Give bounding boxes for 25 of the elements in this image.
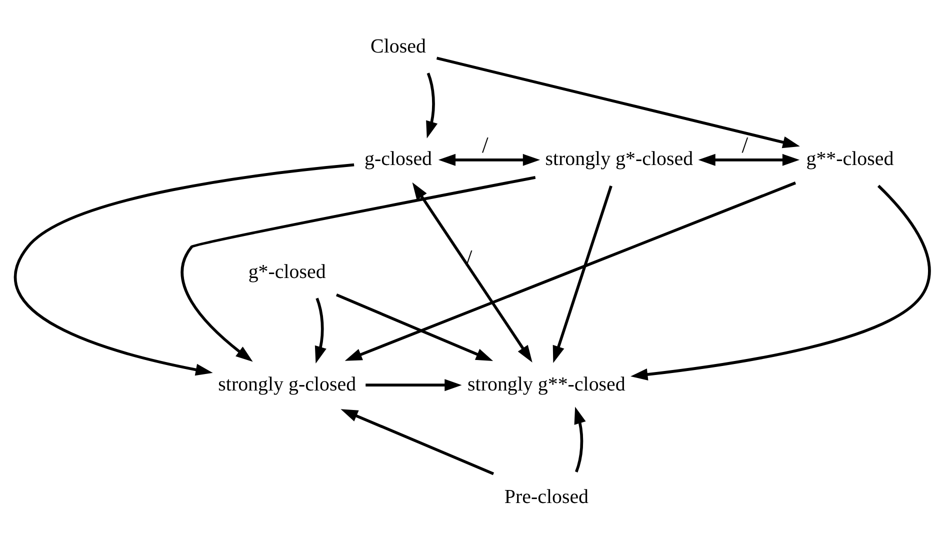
node-text: g-closed bbox=[364, 148, 432, 170]
edge-label: / bbox=[742, 132, 748, 158]
arrow bbox=[426, 72, 438, 138]
node-text: Closed bbox=[370, 36, 426, 58]
edge-label: / bbox=[482, 132, 488, 158]
arrow bbox=[344, 182, 796, 361]
node-text: strongly g**-closed bbox=[468, 373, 626, 396]
arrow bbox=[340, 409, 494, 476]
node-text: Pre-closed bbox=[504, 486, 589, 508]
arrow bbox=[574, 406, 586, 472]
arrow bbox=[366, 379, 462, 392]
arrow bbox=[630, 184, 931, 380]
arrow bbox=[438, 154, 540, 166]
arrow bbox=[698, 154, 800, 166]
node-text: g*-closed bbox=[248, 260, 326, 283]
arrow bbox=[436, 56, 800, 148]
arrow bbox=[552, 186, 612, 363]
arrow bbox=[336, 294, 494, 362]
node-text: strongly g-closed bbox=[218, 373, 356, 396]
arrow bbox=[14, 163, 354, 376]
node-text: strongly g*-closed bbox=[545, 148, 694, 170]
arrow bbox=[412, 182, 532, 362]
node-text: g**-closed bbox=[806, 148, 894, 170]
arrow bbox=[314, 298, 326, 364]
arrow bbox=[180, 176, 536, 362]
